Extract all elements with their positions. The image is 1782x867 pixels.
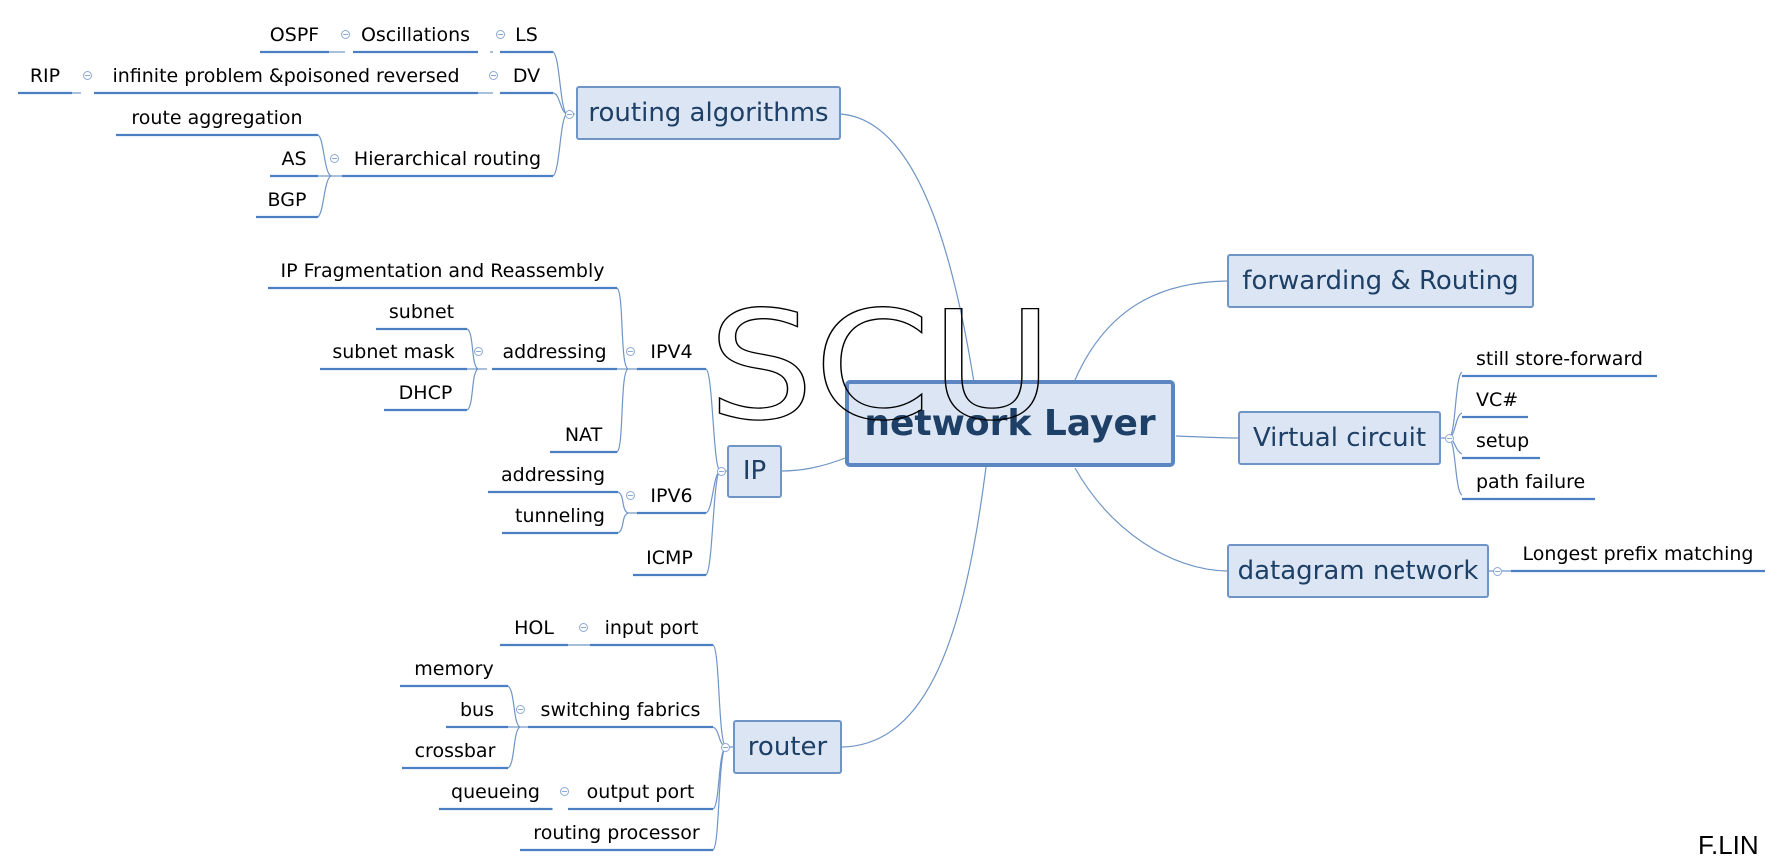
- collapse-ip-icon[interactable]: [717, 467, 726, 476]
- leaf-ipv4[interactable]: IPV4: [650, 341, 693, 363]
- collapse-ipv6-icon[interactable]: [626, 491, 635, 500]
- leaf-hol[interactable]: HOL: [514, 617, 554, 639]
- collapse-oscillations-icon[interactable]: [341, 30, 350, 39]
- leaf-rip[interactable]: RIP: [29, 65, 61, 87]
- leaf-switching-fabrics[interactable]: switching fabrics: [540, 699, 701, 721]
- leaf-longest-prefix[interactable]: Longest prefix matching: [1522, 543, 1754, 565]
- author-signature: F.LIN: [1698, 830, 1759, 860]
- collapse-output-port-icon[interactable]: [560, 787, 569, 796]
- collapse-hierarchical-icon[interactable]: [330, 154, 339, 163]
- collapse-router-icon[interactable]: [721, 743, 730, 752]
- central-topic[interactable]: network Layer: [845, 380, 1175, 467]
- leaf-input-port[interactable]: input port: [604, 617, 699, 639]
- leaf-ipv6[interactable]: IPV6: [650, 485, 693, 507]
- leaf-tunneling[interactable]: tunneling: [515, 505, 605, 527]
- leaf-ls[interactable]: LS: [515, 24, 538, 46]
- leaf-as[interactable]: AS: [281, 148, 307, 170]
- leaf-ospf[interactable]: OSPF: [269, 24, 320, 46]
- collapse-dv-icon[interactable]: [489, 71, 498, 80]
- leaf-ip-fragmentation[interactable]: IP Fragmentation and Reassembly: [280, 260, 605, 282]
- leaf-setup[interactable]: setup: [1476, 430, 1530, 452]
- topic-forwarding-routing[interactable]: forwarding & Routing: [1227, 254, 1534, 308]
- topic-datagram-network[interactable]: datagram network: [1227, 544, 1489, 598]
- leaf-ipv6-addressing[interactable]: addressing: [500, 464, 606, 486]
- topic-router[interactable]: router: [733, 720, 842, 774]
- collapse-datagram-network-icon[interactable]: [1493, 567, 1502, 576]
- leaf-route-aggregation[interactable]: route aggregation: [131, 107, 303, 129]
- collapse-input-port-icon[interactable]: [579, 623, 588, 632]
- leaf-routing-processor[interactable]: routing processor: [533, 822, 700, 844]
- leaf-infinite-problem[interactable]: infinite problem &poisoned reversed: [112, 65, 460, 87]
- leaf-nat[interactable]: NAT: [564, 424, 603, 446]
- leaf-icmp[interactable]: ICMP: [646, 547, 693, 569]
- leaf-subnet-mask[interactable]: subnet mask: [332, 341, 455, 363]
- collapse-ipv4-icon[interactable]: [626, 347, 635, 356]
- leaf-crossbar[interactable]: crossbar: [414, 740, 496, 762]
- leaf-still-store-forward[interactable]: still store-forward: [1476, 348, 1643, 370]
- leaf-path-failure[interactable]: path failure: [1476, 471, 1586, 493]
- collapse-routing-algorithms-icon[interactable]: [565, 110, 574, 119]
- leaf-memory[interactable]: memory: [414, 658, 494, 680]
- leaf-dv[interactable]: DV: [512, 65, 541, 87]
- topic-routing-algorithms[interactable]: routing algorithms: [576, 86, 841, 140]
- leaf-vc-number[interactable]: VC#: [1476, 389, 1519, 411]
- leaf-output-port[interactable]: output port: [586, 781, 695, 803]
- leaf-oscillations[interactable]: Oscillations: [360, 24, 471, 46]
- leaf-bgp[interactable]: BGP: [267, 189, 307, 211]
- collapse-infinite-problem-icon[interactable]: [83, 71, 92, 80]
- leaf-ipv4-addressing[interactable]: addressing: [502, 341, 607, 363]
- collapse-ls-icon[interactable]: [496, 30, 505, 39]
- leaf-hierarchical-routing[interactable]: Hierarchical routing: [353, 148, 542, 170]
- leaf-bus[interactable]: bus: [459, 699, 494, 721]
- collapse-ipv4-addressing-icon[interactable]: [474, 347, 483, 356]
- leaf-dhcp[interactable]: DHCP: [398, 382, 453, 404]
- topic-ip[interactable]: IP: [727, 445, 782, 498]
- collapse-virtual-circuit-icon[interactable]: [1445, 434, 1454, 443]
- topic-virtual-circuit[interactable]: Virtual circuit: [1238, 411, 1441, 465]
- leaf-queueing[interactable]: queueing: [451, 781, 540, 803]
- leaf-subnet[interactable]: subnet: [388, 301, 455, 323]
- collapse-switching-fabrics-icon[interactable]: [516, 705, 525, 714]
